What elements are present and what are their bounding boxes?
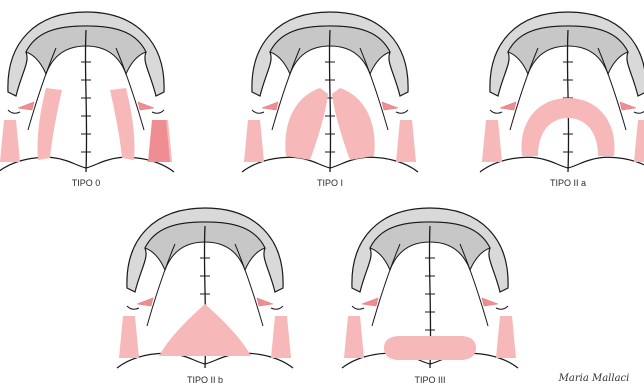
- author-signature: Maria Mallaci: [558, 373, 630, 384]
- muscle-left: [285, 88, 328, 160]
- muscle-bar: [384, 336, 476, 360]
- label-tipo-iii: TIPO III: [414, 375, 445, 385]
- muscle-wedge: [159, 304, 251, 356]
- muscle-left: [37, 88, 62, 160]
- label-tipo-iia: TIPO II a: [550, 178, 586, 188]
- muscle-right: [110, 88, 135, 160]
- panel-tipo-iii: [342, 208, 518, 368]
- panel-tipo-0: [0, 12, 174, 172]
- panel-tipo-iib: [117, 208, 293, 368]
- panel-tipo-iia: [480, 12, 644, 172]
- panel-tipo-i: [242, 12, 418, 172]
- label-tipo-iib: TIPO II b: [187, 375, 223, 385]
- label-tipo-0: TIPO 0: [72, 178, 101, 188]
- muscle-right: [332, 88, 375, 160]
- label-tipo-i: TIPO I: [317, 178, 343, 188]
